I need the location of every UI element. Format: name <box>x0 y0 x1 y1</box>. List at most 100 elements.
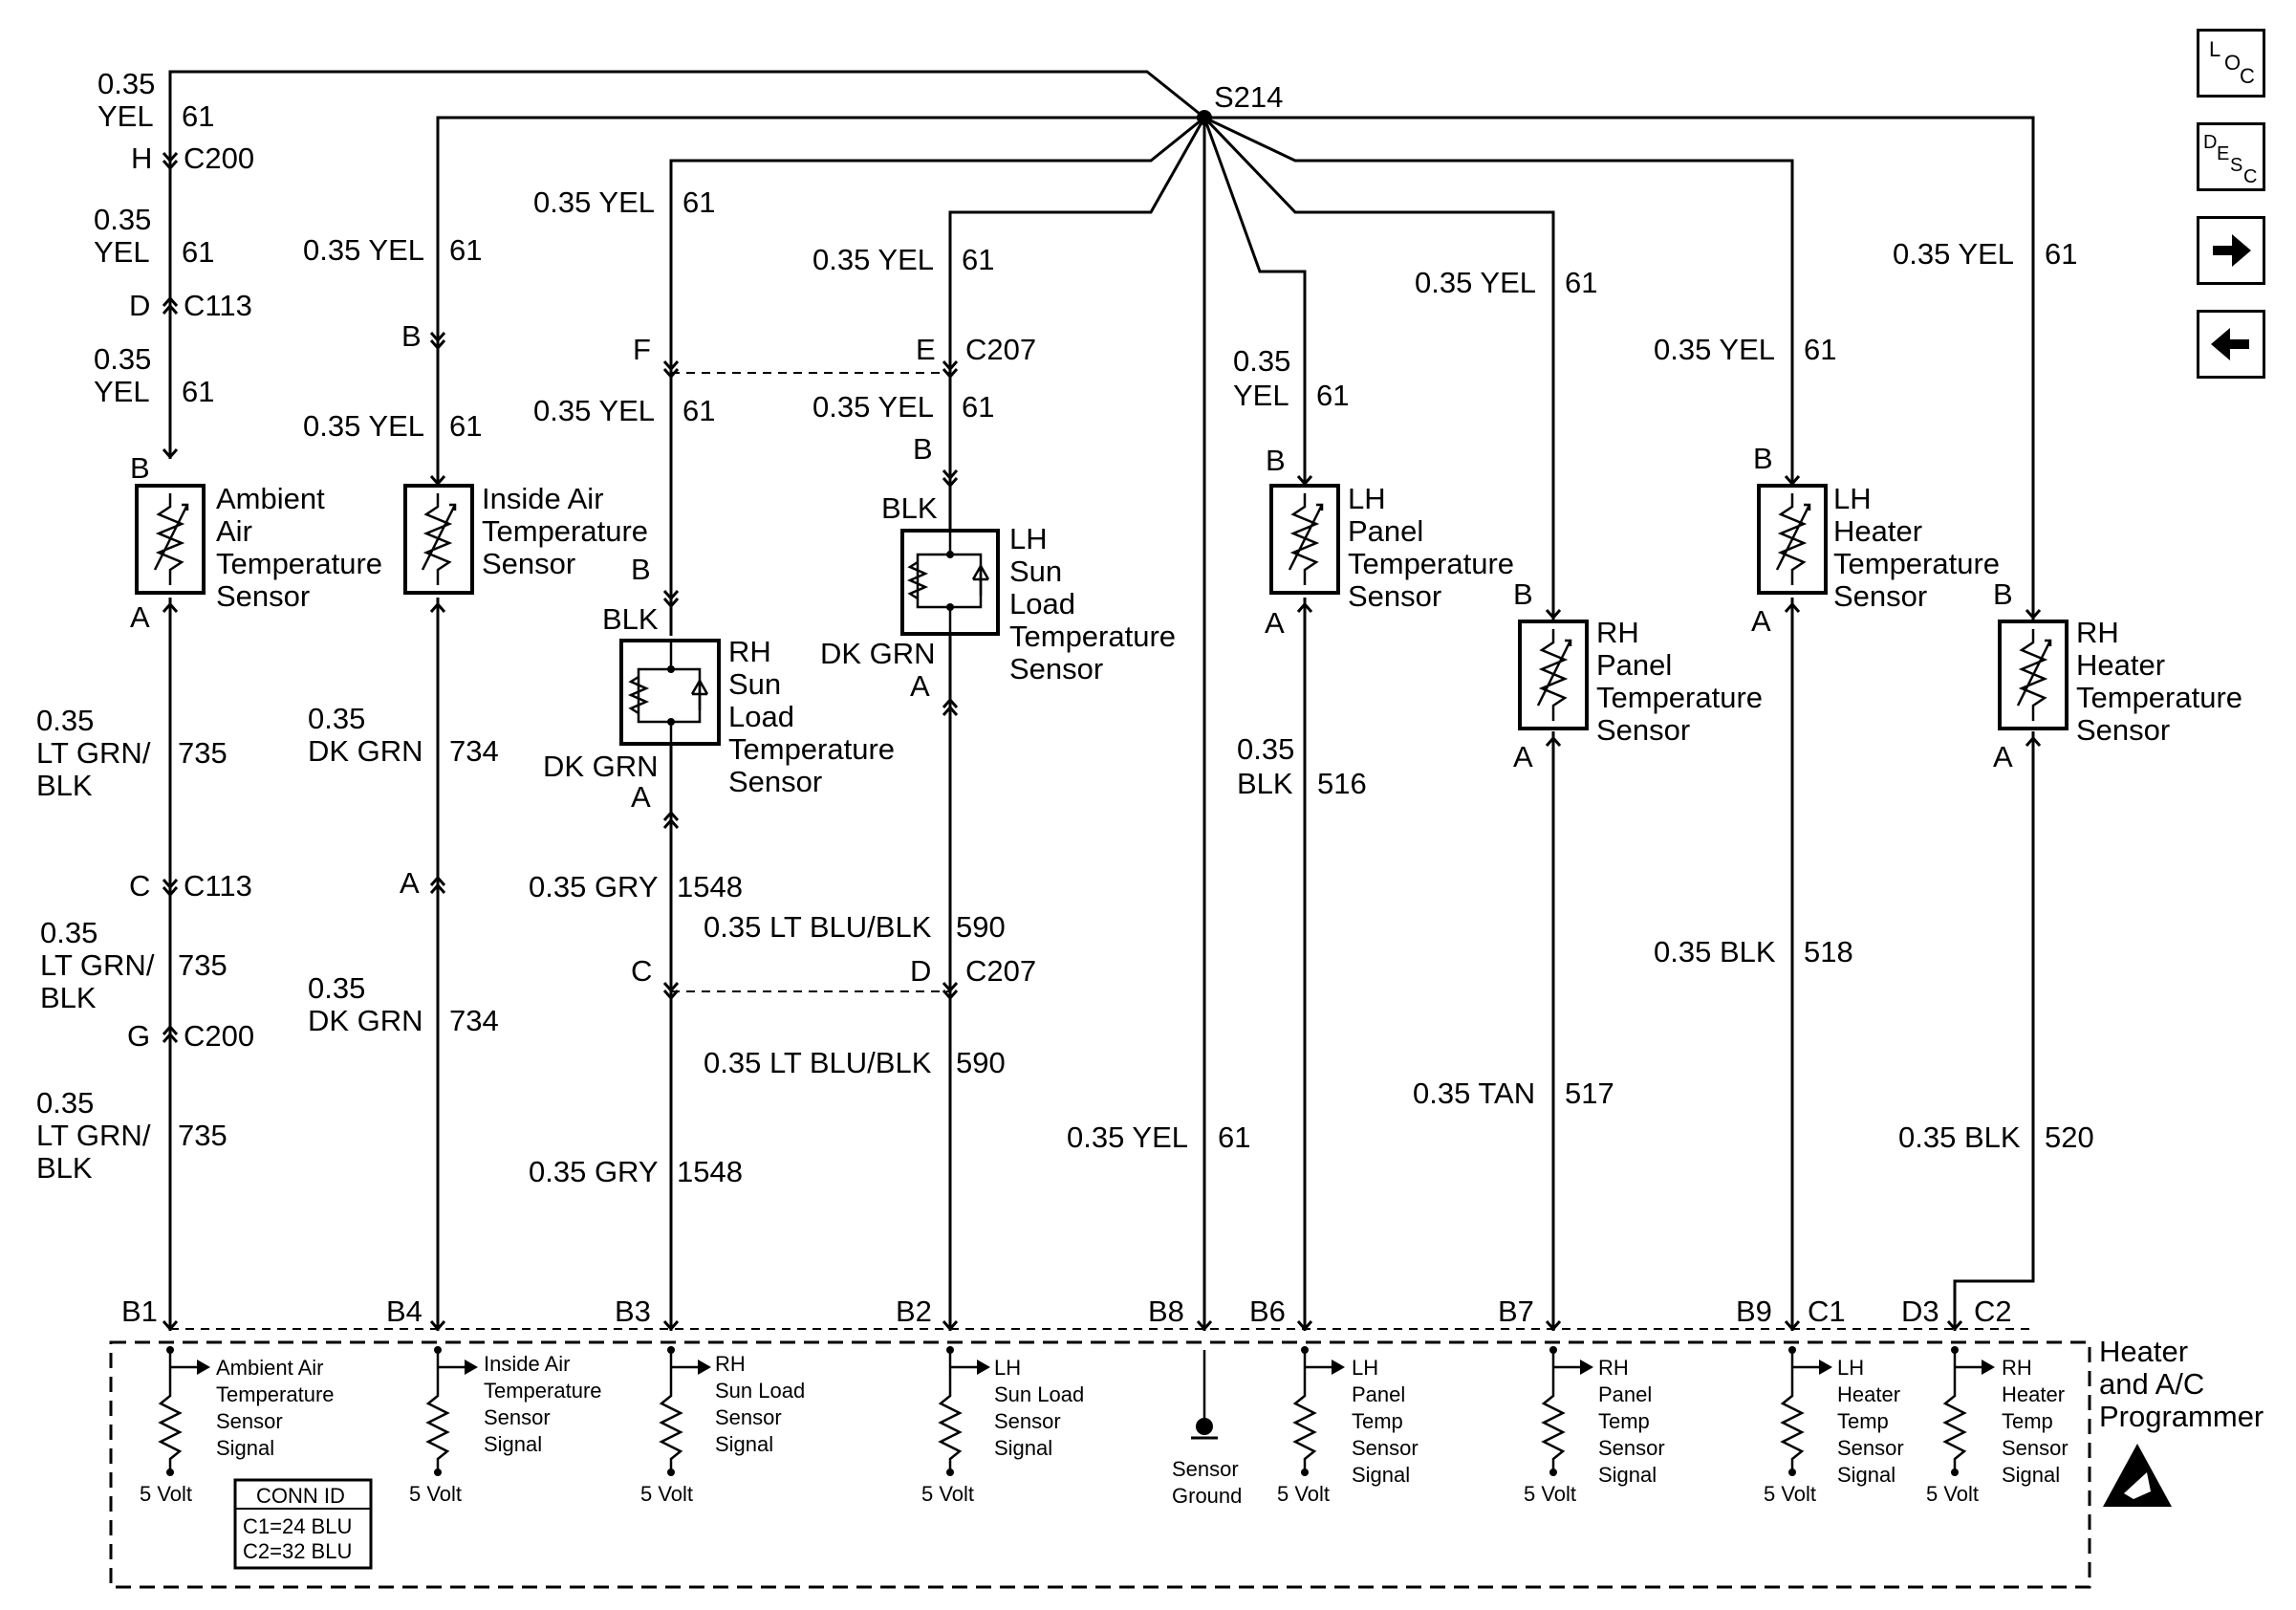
svg-text:C2=32 BLU: C2=32 BLU <box>243 1539 352 1563</box>
conn-id-box: CONN ID C1=24 BLU C2=32 BLU <box>233 1478 373 1570</box>
svg-text:Temperature: Temperature <box>728 732 895 766</box>
svg-text:B8: B8 <box>1148 1295 1184 1328</box>
rh-panel-sensor-label: RH Panel Temperature Sensor <box>1596 616 1763 747</box>
svg-text:0.35: 0.35 <box>36 704 94 737</box>
svg-text:Temp: Temp <box>1837 1409 1889 1433</box>
svg-text:LH: LH <box>994 1356 1021 1380</box>
wire-61-ambient <box>168 70 1205 459</box>
svg-text:C: C <box>2243 166 2257 187</box>
module-pins: B1 B4 B3 B2 B8 B6 B7 B9 C1 D3 C2 <box>121 1295 2012 1328</box>
svg-text:Sensor: Sensor <box>484 1405 551 1429</box>
svg-text:Sensor: Sensor <box>216 1409 283 1433</box>
svg-text:RH: RH <box>1596 616 1639 649</box>
lh-heater-sensor-label: LH Heater Temperature Sensor <box>1833 482 2000 613</box>
svg-text:B1: B1 <box>121 1295 158 1328</box>
svg-text:Sun Load: Sun Load <box>715 1379 805 1403</box>
svg-text:0.35: 0.35 <box>1233 344 1290 378</box>
svg-text:B: B <box>1266 444 1286 477</box>
svg-text:61: 61 <box>182 99 214 133</box>
svg-text:Temp: Temp <box>1352 1409 1403 1433</box>
svg-text:LH: LH <box>1833 482 1872 515</box>
svg-text:S: S <box>2230 155 2242 176</box>
module-signal-inside: Inside Air Temperature Sensor Signal <box>484 1352 602 1456</box>
svg-text:A: A <box>400 866 420 900</box>
thermistor-icon <box>1288 493 1324 585</box>
svg-text:0.35: 0.35 <box>94 342 151 376</box>
svg-text:Sensor: Sensor <box>1837 1436 1904 1460</box>
module-box <box>109 1340 2091 1589</box>
svg-text:LT GRN/: LT GRN/ <box>36 1119 151 1152</box>
thermistor-icon <box>153 493 189 585</box>
svg-text:LH: LH <box>1348 482 1386 515</box>
svg-text:0.35 YEL: 0.35 YEL <box>1893 237 2014 271</box>
desc-button[interactable]: D E S C <box>2197 122 2265 191</box>
svg-text:5 Volt: 5 Volt <box>1926 1482 1979 1506</box>
svg-text:C207: C207 <box>965 954 1036 988</box>
svg-text:Air: Air <box>216 514 252 548</box>
rh-sun-load-sensor-label: RH Sun Load Temperature Sensor <box>728 635 895 798</box>
svg-text:61: 61 <box>182 235 214 269</box>
svg-text:A: A <box>130 600 150 634</box>
svg-text:0.35 YEL: 0.35 YEL <box>533 185 655 219</box>
svg-text:E: E <box>2217 143 2229 164</box>
svg-text:590: 590 <box>956 910 1006 944</box>
svg-text:Temperature: Temperature <box>216 1382 335 1406</box>
ambient-air-sensor-label: Ambient Air Temperature Sensor <box>216 482 382 613</box>
svg-text:Heater: Heater <box>2076 648 2165 682</box>
svg-text:Sensor: Sensor <box>1598 1436 1665 1460</box>
svg-text:YEL: YEL <box>94 375 150 408</box>
five-volt-labels: 5 Volt 5 Volt 5 Volt 5 Volt 5 Volt 5 Vol… <box>140 1482 1979 1506</box>
svg-text:Temperature: Temperature <box>1833 547 2000 580</box>
esd-warning-icon <box>2103 1444 2172 1507</box>
svg-text:Programmer: Programmer <box>2099 1400 2264 1433</box>
svg-text:BLK: BLK <box>1237 767 1293 800</box>
svg-text:0.35 GRY: 0.35 GRY <box>529 870 659 903</box>
svg-text:A: A <box>1751 604 1771 638</box>
wire-61-rh-panel <box>1202 116 1555 621</box>
lh-sun-load-sensor-label: LH Sun Load Temperature Sensor <box>1009 522 1176 685</box>
svg-text:Temperature: Temperature <box>484 1379 602 1403</box>
svg-text:B4: B4 <box>386 1295 422 1328</box>
svg-text:B: B <box>1513 577 1533 611</box>
svg-text:YEL: YEL <box>94 235 150 269</box>
svg-text:Panel: Panel <box>1596 648 1672 682</box>
svg-text:B: B <box>631 553 651 586</box>
svg-text:C200: C200 <box>184 1019 254 1053</box>
inside-air-sensor-label: Inside Air Temperature Sensor <box>482 482 648 580</box>
svg-text:A: A <box>910 669 930 703</box>
svg-text:A: A <box>631 780 651 814</box>
svg-text:YEL: YEL <box>1233 379 1289 412</box>
svg-text:735: 735 <box>178 1119 227 1152</box>
svg-text:0.35 YEL: 0.35 YEL <box>1654 333 1775 366</box>
module-signal-ambient: Ambient Air Temperature Sensor Signal <box>216 1356 335 1460</box>
arrow-left-icon <box>2211 328 2249 360</box>
svg-text:Temperature: Temperature <box>2076 681 2242 714</box>
svg-text:Panel: Panel <box>1352 1382 1405 1406</box>
svg-text:Sensor: Sensor <box>1596 713 1690 747</box>
svg-text:1548: 1548 <box>677 1155 743 1188</box>
svg-text:RH: RH <box>2002 1356 2032 1380</box>
svg-text:0.35 BLK: 0.35 BLK <box>1898 1120 2021 1154</box>
next-page-button[interactable] <box>2197 216 2265 285</box>
svg-text:5 Volt: 5 Volt <box>1277 1482 1330 1506</box>
svg-text:Signal: Signal <box>994 1436 1052 1460</box>
svg-text:0.35 YEL: 0.35 YEL <box>303 409 424 443</box>
svg-text:C1=24 BLU: C1=24 BLU <box>243 1514 352 1538</box>
svg-text:61: 61 <box>182 375 214 408</box>
svg-text:Ambient Air: Ambient Air <box>216 1356 324 1380</box>
thermistor-icon <box>421 493 457 585</box>
svg-text:61: 61 <box>962 243 994 276</box>
svg-text:F: F <box>633 333 651 366</box>
svg-text:Sensor: Sensor <box>728 765 822 798</box>
desc-icon: D E S C <box>2203 132 2257 187</box>
svg-text:Sensor: Sensor <box>1172 1457 1239 1481</box>
svg-text:Signal: Signal <box>715 1432 773 1456</box>
prev-page-button[interactable] <box>2197 310 2265 379</box>
loc-button[interactable]: L O C <box>2197 29 2265 98</box>
wire-61-lh-sun <box>948 117 1206 531</box>
svg-text:C207: C207 <box>965 333 1036 366</box>
svg-text:734: 734 <box>449 1004 499 1037</box>
svg-text:LH: LH <box>1352 1356 1378 1380</box>
svg-text:C113: C113 <box>184 869 252 903</box>
svg-text:Temperature: Temperature <box>482 514 648 548</box>
